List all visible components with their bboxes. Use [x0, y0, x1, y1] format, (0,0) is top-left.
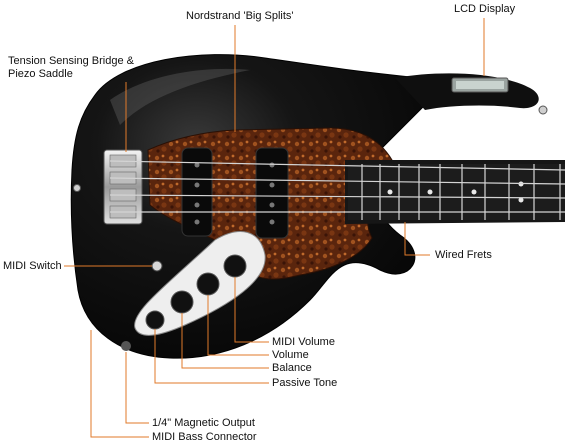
body-highlight: [110, 68, 250, 125]
label-bridge: Tension Sensing Bridge & Piezo Saddle: [8, 55, 134, 80]
label-volume: Volume: [272, 349, 309, 361]
knob-balance: [170, 290, 194, 314]
knobs: [145, 254, 247, 330]
label-balance: Balance: [272, 362, 312, 374]
pickup-neck: [181, 147, 213, 237]
midi-switch: [151, 260, 163, 272]
label-passive-tone: Passive Tone: [272, 377, 338, 389]
leader-lines: [64, 18, 485, 438]
strings: [109, 160, 565, 213]
knob-volume: [196, 272, 220, 296]
output-jack: [121, 341, 131, 351]
pickup-bridge: [255, 147, 289, 239]
knob-passive-tone: [145, 310, 165, 330]
bridge: [103, 149, 143, 225]
label-midi-volume: MIDI Volume: [272, 336, 335, 348]
label-wired-frets: Wired Frets: [435, 249, 492, 261]
label-lcd-display: LCD Display: [454, 3, 516, 15]
label-midi-connector: MIDI Bass Connector: [152, 431, 257, 443]
frets: [361, 164, 561, 220]
knob-midi-volume: [223, 254, 247, 278]
label-nordstrand: Nordstrand 'Big Splits': [186, 10, 294, 22]
label-midi-switch: MIDI Switch: [3, 260, 62, 272]
fretboard: [348, 164, 565, 220]
label-magnetic-output: 1/4" Magnetic Output: [152, 417, 255, 429]
